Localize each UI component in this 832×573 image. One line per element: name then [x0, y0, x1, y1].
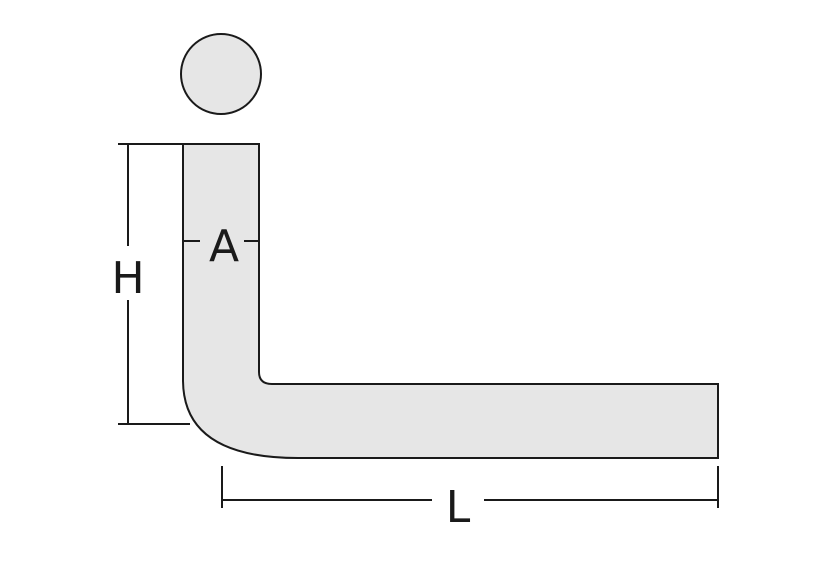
- width-label: A: [209, 221, 239, 272]
- l-shaped-bar: [182, 143, 719, 459]
- height-dimension: [118, 143, 190, 425]
- height-label: H: [111, 253, 144, 304]
- cross-section-circle: [180, 33, 262, 115]
- length-label: L: [446, 482, 471, 533]
- length-dimension: [221, 466, 719, 508]
